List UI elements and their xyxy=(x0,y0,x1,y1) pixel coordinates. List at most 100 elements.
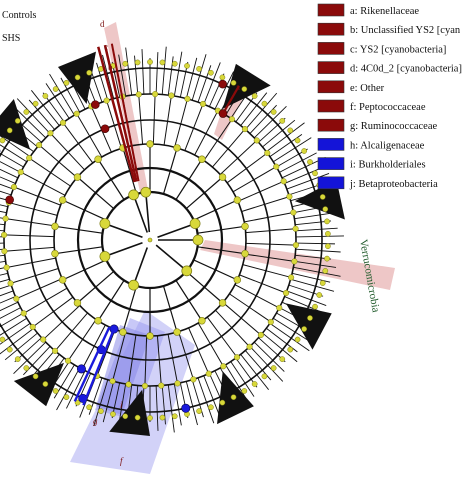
node-class-5 xyxy=(242,223,249,230)
node-genus-47 xyxy=(123,414,128,419)
node-order-1 xyxy=(169,93,175,99)
branch-outer-19 xyxy=(229,294,270,322)
leaf-spoke-4 xyxy=(174,52,182,96)
node-genus-43 xyxy=(172,414,177,419)
node-order-36 xyxy=(30,324,36,330)
node-order-34 xyxy=(52,348,58,354)
node-class-0 xyxy=(147,141,154,148)
node-genus-26 xyxy=(320,280,325,285)
branch-outer-36 xyxy=(33,297,73,327)
branch-outer-35 xyxy=(43,305,80,339)
node-shs-4 xyxy=(182,404,190,412)
leaf-spoke-2 xyxy=(162,47,166,95)
node-controls-7 xyxy=(6,196,14,204)
node-genus-12 xyxy=(280,118,285,123)
leaf-spoke-37 xyxy=(296,236,344,237)
legend-label-f: f: Peptococcaceae xyxy=(350,102,426,113)
branch-outer-50 xyxy=(63,123,93,163)
node-order-18 xyxy=(276,305,282,311)
node-genus-77 xyxy=(7,128,12,133)
node-genus-54 xyxy=(43,381,48,386)
legend-label-a: a: Rikenellaceae xyxy=(350,6,419,17)
legend-label-b: b: Unclassified YS2 [cyan xyxy=(350,25,461,36)
branch-inner-3 xyxy=(156,245,187,271)
branch-outer-0 xyxy=(153,94,155,144)
node-genus-9 xyxy=(252,93,257,98)
node-phylum-3 xyxy=(182,266,192,276)
branch-mid-7 xyxy=(194,260,238,280)
node-phylum-5 xyxy=(100,251,110,261)
leaf-spoke-122 xyxy=(0,165,15,184)
node-genus-17 xyxy=(312,171,317,176)
node-order-53 xyxy=(104,98,110,104)
node-genus-46 xyxy=(135,415,140,420)
leaf-spoke-105 xyxy=(0,285,11,296)
leaf-spoke-69 xyxy=(186,381,197,425)
node-order-26 xyxy=(175,381,181,387)
node-genus-3 xyxy=(184,63,189,68)
node-order-38 xyxy=(14,296,20,302)
branch-outer-21 xyxy=(215,310,249,347)
node-class-11 xyxy=(147,333,154,340)
leaf-fan-2 xyxy=(286,303,332,349)
node-genus-84 xyxy=(75,75,80,80)
node-genus-5 xyxy=(208,70,213,75)
node-genus-40 xyxy=(208,405,213,410)
branch-inner-5 xyxy=(105,243,143,257)
node-order-2 xyxy=(185,96,191,102)
node-genus-76 xyxy=(0,138,5,143)
node-genus-81 xyxy=(43,93,48,98)
branch-outer-38 xyxy=(16,279,62,299)
leaf-spoke-22 xyxy=(266,123,304,152)
leaf-spoke-107 xyxy=(0,273,8,284)
node-order-42 xyxy=(1,232,7,238)
node-genus-14 xyxy=(295,138,300,143)
node-order-23 xyxy=(221,363,227,369)
legend-label-d: d: 4C0d_2 [cyanobacteria] xyxy=(350,64,462,75)
node-class-7 xyxy=(234,276,241,283)
node-genus-44 xyxy=(160,415,165,420)
legend-swatch-d xyxy=(318,62,344,74)
node-genus-85 xyxy=(87,70,92,75)
branch-outer-13 xyxy=(246,229,296,233)
legend-label-c: c: YS2 [cyanobacteria] xyxy=(350,44,446,55)
node-class-20 xyxy=(95,156,102,163)
node-class-14 xyxy=(74,299,81,306)
node-order-3 xyxy=(200,101,206,107)
branch-mid-13 xyxy=(98,280,124,320)
node-class-19 xyxy=(74,174,81,181)
node-genus-24 xyxy=(324,256,329,261)
node-genus-16 xyxy=(307,159,312,164)
group-label-shs: SHS xyxy=(2,33,20,44)
branch-mid-18 xyxy=(63,200,107,220)
node-genus-56 xyxy=(24,365,29,370)
node-genus-21 xyxy=(324,219,329,224)
branch-outer-42 xyxy=(4,235,54,237)
node-order-49 xyxy=(48,130,54,136)
node-genus-55 xyxy=(33,374,38,379)
legend-swatch-f xyxy=(318,100,344,112)
node-genus-25 xyxy=(323,268,328,273)
clade-letter-a: a xyxy=(236,82,240,92)
branch-outer-33 xyxy=(68,319,96,360)
node-order-28 xyxy=(142,383,148,389)
branch-outer-23 xyxy=(198,323,223,366)
branch-inner-6 xyxy=(105,224,143,238)
node-order-15 xyxy=(292,259,298,265)
node-order-40 xyxy=(4,265,10,271)
leaf-spoke-39 xyxy=(296,249,341,252)
node-genus-41 xyxy=(196,409,201,414)
leaf-spoke-44 xyxy=(291,279,334,291)
node-order-55 xyxy=(136,92,142,98)
node-genus-23 xyxy=(325,244,330,249)
node-genus-13 xyxy=(288,128,293,133)
branch-outer-51 xyxy=(77,114,102,157)
legend-swatch-c xyxy=(318,42,344,54)
node-order-29 xyxy=(126,382,132,388)
node-order-7 xyxy=(254,138,260,144)
node-order-9 xyxy=(273,164,279,170)
node-genus-6 xyxy=(220,75,225,80)
node-phylum-0 xyxy=(141,187,151,197)
node-genus-1 xyxy=(160,60,165,65)
node-genus-38 xyxy=(231,395,236,400)
